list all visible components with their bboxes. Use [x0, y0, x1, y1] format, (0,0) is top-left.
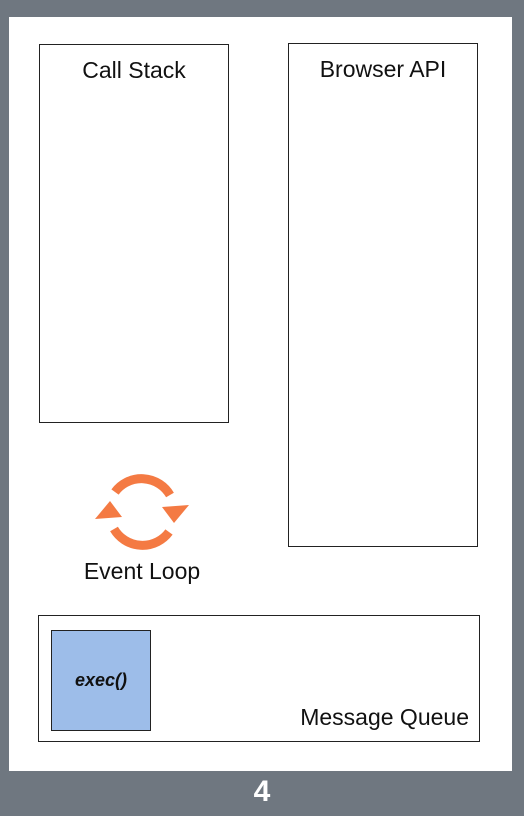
- queue-item-label: exec(): [74, 670, 128, 690]
- browser-api-title: Browser API: [319, 56, 447, 82]
- call-stack-title: Call Stack: [82, 57, 186, 83]
- message-queue-title: Message Queue: [300, 704, 469, 730]
- step-number: 4: [253, 775, 271, 808]
- message-queue-panel: exec() Message Queue: [38, 615, 480, 742]
- browser-api-panel: Browser API: [288, 43, 478, 547]
- queue-item: exec(): [51, 630, 151, 731]
- call-stack-panel: Call Stack: [39, 44, 229, 423]
- refresh-cycle-icon: [95, 474, 189, 550]
- event-loop-label: Event Loop: [83, 558, 201, 584]
- diagram-canvas: Call Stack Browser API Event Loop exec()…: [9, 17, 512, 771]
